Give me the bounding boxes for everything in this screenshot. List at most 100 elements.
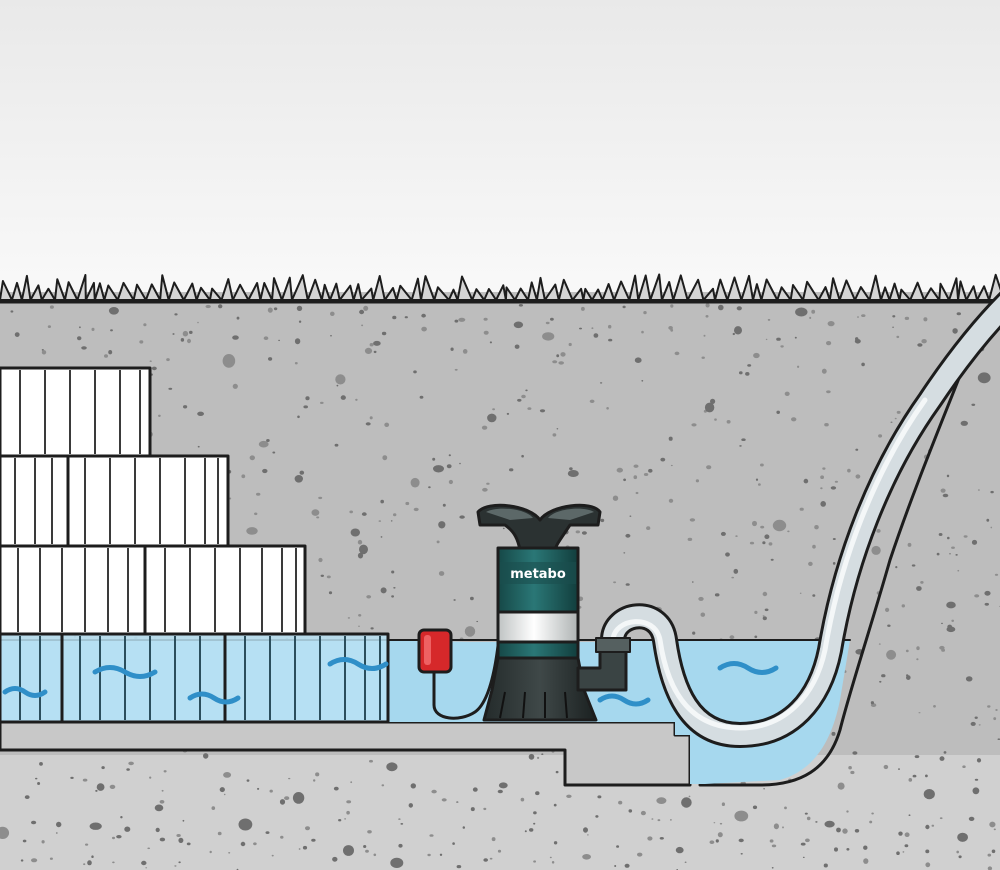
- soil-speckle: [292, 792, 305, 804]
- soil-speckle: [326, 575, 331, 579]
- soil-speckle: [265, 831, 270, 834]
- soil-speckle: [481, 425, 488, 430]
- soil-speckle: [721, 802, 726, 806]
- pump-base: [482, 656, 598, 722]
- soil-speckle: [533, 860, 536, 863]
- soil-speckle: [618, 800, 623, 805]
- soil-speckle: [916, 646, 920, 651]
- soil-speckle: [855, 474, 861, 479]
- soil-speckle: [223, 793, 226, 796]
- soil-speckle: [923, 317, 928, 322]
- soil-speckle: [692, 631, 696, 635]
- soil-speckle: [486, 482, 490, 485]
- soil-speckle: [338, 819, 342, 822]
- soil-speckle: [791, 417, 797, 422]
- soil-speckle: [297, 415, 300, 419]
- soil-speckle: [892, 326, 894, 328]
- soil-speckle: [771, 844, 777, 848]
- soil-speckle: [124, 826, 131, 832]
- soil-speckle: [812, 594, 816, 597]
- soil-speckle: [593, 333, 599, 338]
- soil-speckle: [405, 501, 410, 506]
- soil-speckle: [704, 402, 715, 413]
- soil-speckle: [965, 676, 973, 682]
- soil-speckle: [110, 329, 113, 332]
- soil-speckle: [784, 806, 787, 810]
- soil-speckle: [373, 853, 377, 857]
- soil-speckle: [797, 365, 800, 368]
- soil-speckle: [357, 539, 363, 545]
- soil-speckle: [892, 315, 896, 318]
- soil-speckle: [879, 680, 882, 683]
- soil-speckle: [172, 333, 175, 335]
- soil-speckle: [450, 347, 454, 351]
- soil-speckle: [263, 336, 269, 341]
- soil-speckle: [670, 819, 672, 821]
- soil-speckle: [186, 842, 191, 846]
- soil-speckle: [625, 583, 630, 586]
- soil-speckle: [14, 332, 20, 337]
- soil-speckle: [637, 852, 643, 857]
- soil-speckle: [820, 501, 826, 507]
- soil-speckle: [706, 465, 712, 470]
- soil-speckle: [70, 776, 74, 780]
- soil-speckle: [154, 804, 164, 812]
- soil-speckle: [749, 541, 755, 545]
- soil-speckle: [896, 335, 900, 339]
- soil-speckle: [448, 479, 453, 485]
- soil-speckle: [674, 351, 680, 356]
- soil-speckle: [908, 814, 911, 816]
- soil-speckle: [253, 842, 257, 846]
- soil-speckle: [629, 515, 632, 517]
- soil-speckle: [143, 323, 147, 327]
- soil-speckle: [91, 327, 95, 331]
- soil-speckle: [826, 341, 832, 346]
- soil-speckle: [384, 422, 390, 427]
- soil-speckle: [787, 530, 790, 533]
- soil-speckle: [453, 599, 456, 601]
- soil-speckle: [821, 368, 827, 374]
- soil-speckle: [938, 533, 943, 536]
- soil-speckle: [232, 383, 238, 389]
- soil-speckle: [262, 468, 268, 474]
- soil-speckle: [668, 326, 673, 330]
- soil-speckle: [914, 755, 920, 759]
- soil-speckle: [476, 620, 479, 623]
- soil-speckle: [747, 364, 752, 367]
- soil-speckle: [302, 845, 308, 850]
- soil-speckle: [431, 789, 437, 794]
- soil-speckle: [346, 810, 350, 815]
- soil-speckle: [158, 414, 161, 417]
- soil-speckle: [380, 499, 385, 504]
- soil-speckle: [174, 313, 178, 316]
- soil-speckle: [896, 410, 901, 414]
- soil-speckle: [824, 423, 829, 427]
- discharge-hose: [600, 291, 1000, 748]
- soil-speckle: [808, 561, 813, 567]
- soil-speckle: [714, 418, 717, 421]
- soil-speckle: [993, 828, 996, 831]
- soil-speckle: [832, 538, 836, 540]
- soil-speckle: [258, 440, 269, 448]
- soil-speckle: [373, 350, 377, 354]
- soil-speckle: [855, 448, 859, 451]
- soil-speckle: [294, 362, 298, 365]
- soil-speckle: [635, 491, 639, 495]
- soil-speckle: [977, 489, 980, 491]
- soil-speckle: [344, 818, 346, 820]
- soil-speckle: [765, 338, 768, 341]
- soil-speckle: [551, 861, 555, 864]
- soil-speckle: [382, 455, 388, 461]
- soil-speckle: [905, 649, 909, 653]
- soil-speckle: [898, 831, 903, 836]
- soil-speckle: [668, 498, 674, 503]
- soil-speckle: [608, 338, 613, 342]
- soil-speckle: [89, 822, 102, 830]
- soil-speckle: [77, 336, 82, 341]
- soil-speckle: [459, 462, 461, 465]
- float-switch: [417, 628, 453, 674]
- soil-speckle: [24, 795, 30, 799]
- soil-speckle: [633, 475, 638, 480]
- soil-speckle: [846, 848, 850, 851]
- soil-speckle: [878, 434, 883, 438]
